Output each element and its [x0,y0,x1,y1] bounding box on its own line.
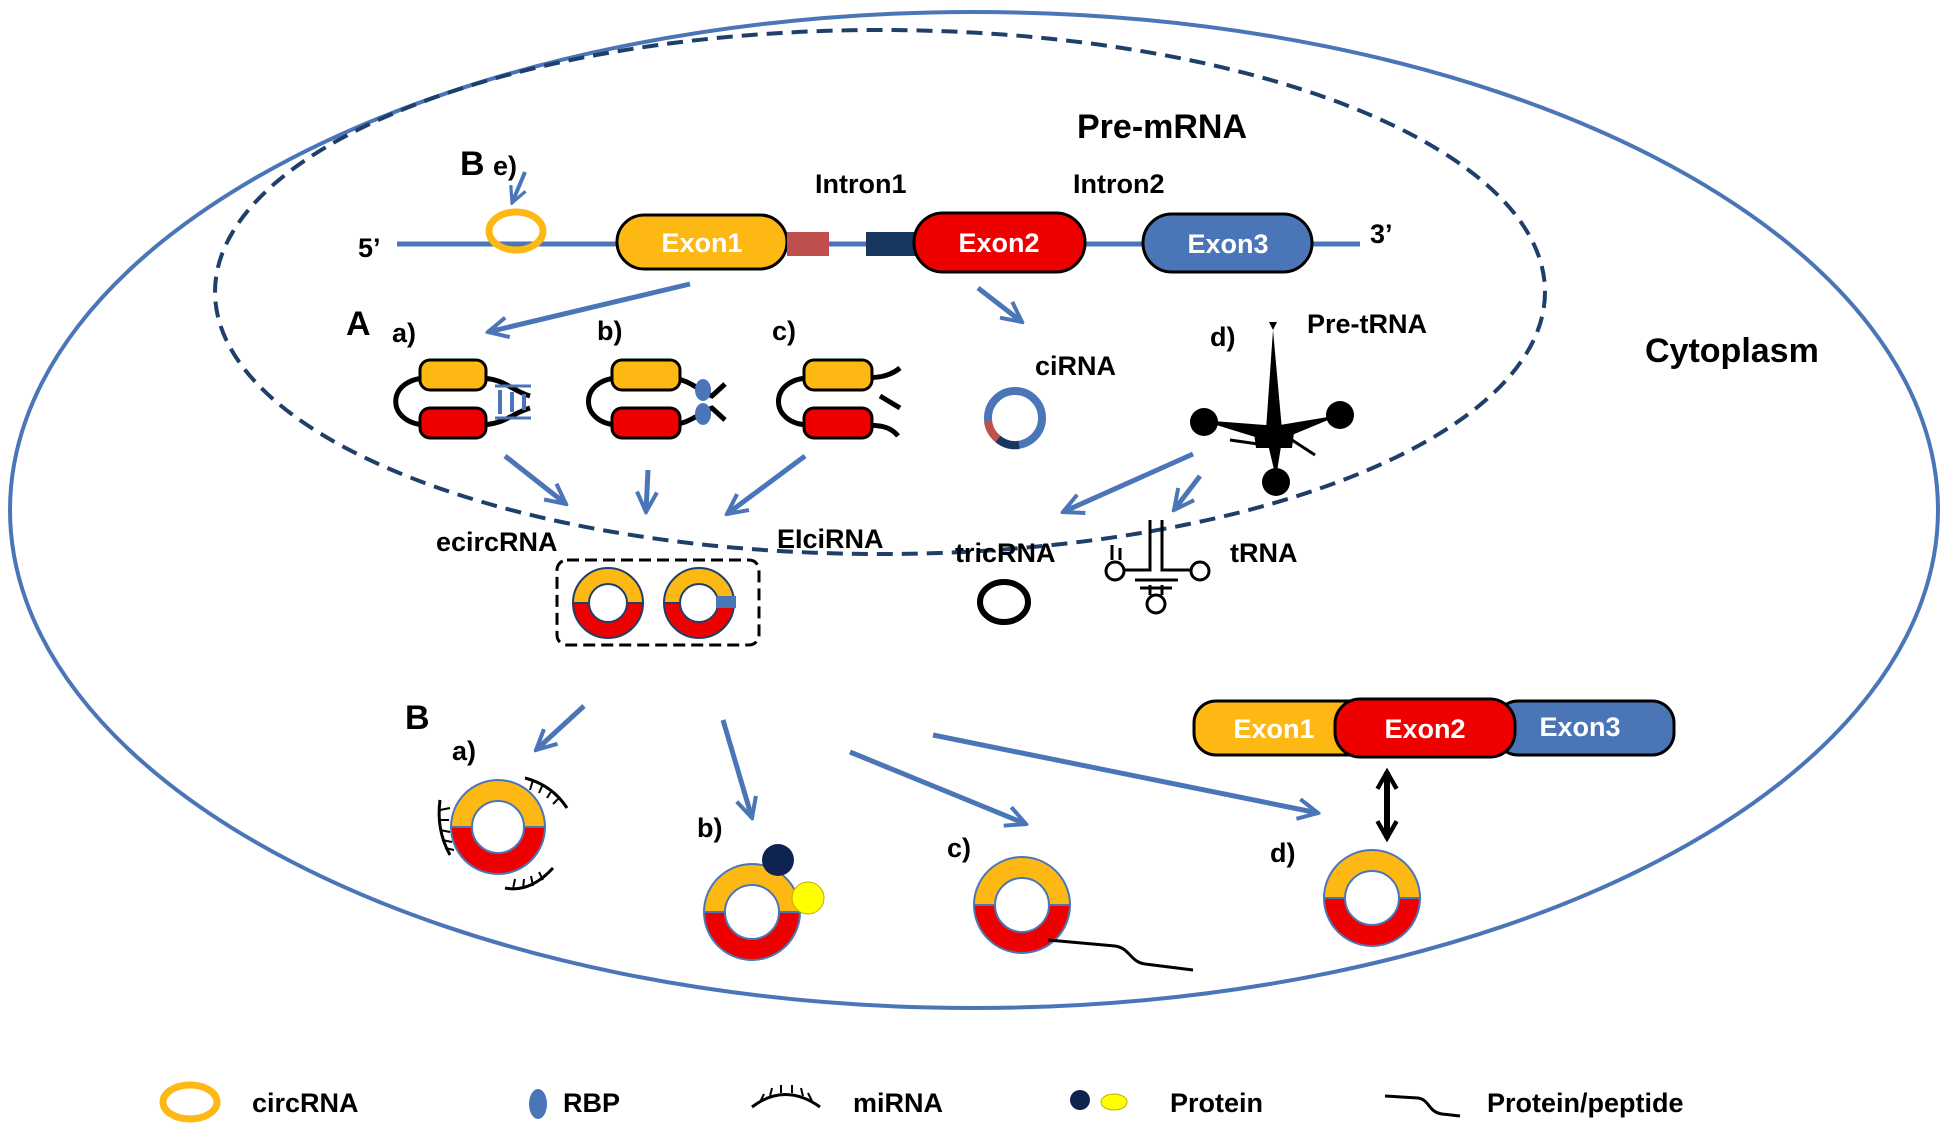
arrow-to-bb [720,719,752,818]
exon3-label: Exon3 [1187,229,1268,259]
arrow-to-bd [932,732,1318,813]
intron2-label: Intron2 [1073,169,1165,199]
arrow-c-to-box [727,453,807,514]
arrow-a-to-box [503,454,566,504]
a-b-label: b) [597,316,622,346]
legend-peptide-label: Protein/peptide [1487,1088,1684,1118]
circrna-icon [159,1081,221,1123]
competing-circrna [1322,849,1422,947]
peptide-icon [1384,1094,1461,1118]
legend-rbp-label: RBP [563,1088,620,1118]
pre-mrna-title: Pre-mRNA [1077,108,1247,146]
a-a-label: a) [392,318,416,348]
arrow-b-to-box [646,469,648,512]
tricrna-label: tricRNA [955,538,1056,568]
legend-mirna-label: miRNA [853,1088,943,1118]
a-c-label: c) [772,316,796,346]
elcirna-icon [662,567,736,639]
arrow-to-cirna [976,286,1022,322]
exon2-block [912,211,1087,274]
intron1-label: Intron1 [815,169,907,199]
legend-protein-label: Protein [1170,1088,1263,1118]
cytoplasm-label: Cytoplasm [1645,332,1819,370]
exon2-label: Exon2 [958,228,1039,258]
exon1-label: Exon1 [661,228,742,258]
linear-mrna [1192,697,1676,759]
linear-exon3-label: Exon3 [1539,712,1620,742]
circrna-box [555,558,761,647]
model-c-lariat-driven [776,358,902,440]
elcirna-label: EIciRNA [777,524,884,554]
b-d-label: d) [1270,838,1295,868]
cirna-icon [984,387,1046,450]
rbp-icon [529,1089,547,1119]
protein-binding-circrna [702,844,825,961]
be-label: e) [493,151,517,181]
arrow-to-tricrna [1063,451,1195,512]
section-b-label: B [405,699,430,737]
cell-membrane [8,10,1940,1010]
intron2-navy-segment [866,232,916,256]
nucleus-membrane [213,28,1547,556]
protein-icon [1070,1090,1128,1111]
legend: circRNA RBP miRNA Protein Protein/peptid… [159,1081,1684,1123]
arrow-to-ba [536,704,586,750]
model-b-rbp-driven [586,358,727,440]
pre-trna-icon [1190,322,1354,496]
model-a-intron-pairing [393,358,531,440]
b-c-label: c) [947,833,971,863]
b-b-label: b) [697,813,722,843]
ecircrna-label: ecircRNA [436,527,558,557]
exon3-block [1141,212,1314,274]
legend-circrna-label: circRNA [252,1088,359,1118]
pre-trna-label: Pre-tRNA [1307,309,1427,339]
trna-label: tRNA [1230,538,1298,568]
tricrna-icon [977,579,1031,625]
cirna-label: ciRNA [1035,351,1116,381]
b-a-label: a) [452,736,476,766]
mirna-sponge-circrna [437,776,569,891]
translation-circrna [972,856,1194,972]
circrna-on-strand [485,208,547,254]
trna-icon [1104,520,1211,615]
five-prime-label: 5’ [358,233,381,263]
mirna-icon [751,1085,821,1109]
section-b-label-top: B [460,145,485,183]
arrow-to-a [488,281,691,332]
arrow-to-bc [849,749,1026,824]
ecircrna-icon [571,567,645,639]
linear-exon2-label: Exon2 [1384,714,1465,744]
a-d-label: d) [1210,322,1235,352]
arrow-to-trna [1174,474,1202,510]
section-a-label: A [346,305,371,343]
intron1-red-segment [787,232,829,256]
linear-exon1-label: Exon1 [1233,714,1314,744]
be-arrow [512,171,527,203]
three-prime-label: 3’ [1370,219,1393,249]
